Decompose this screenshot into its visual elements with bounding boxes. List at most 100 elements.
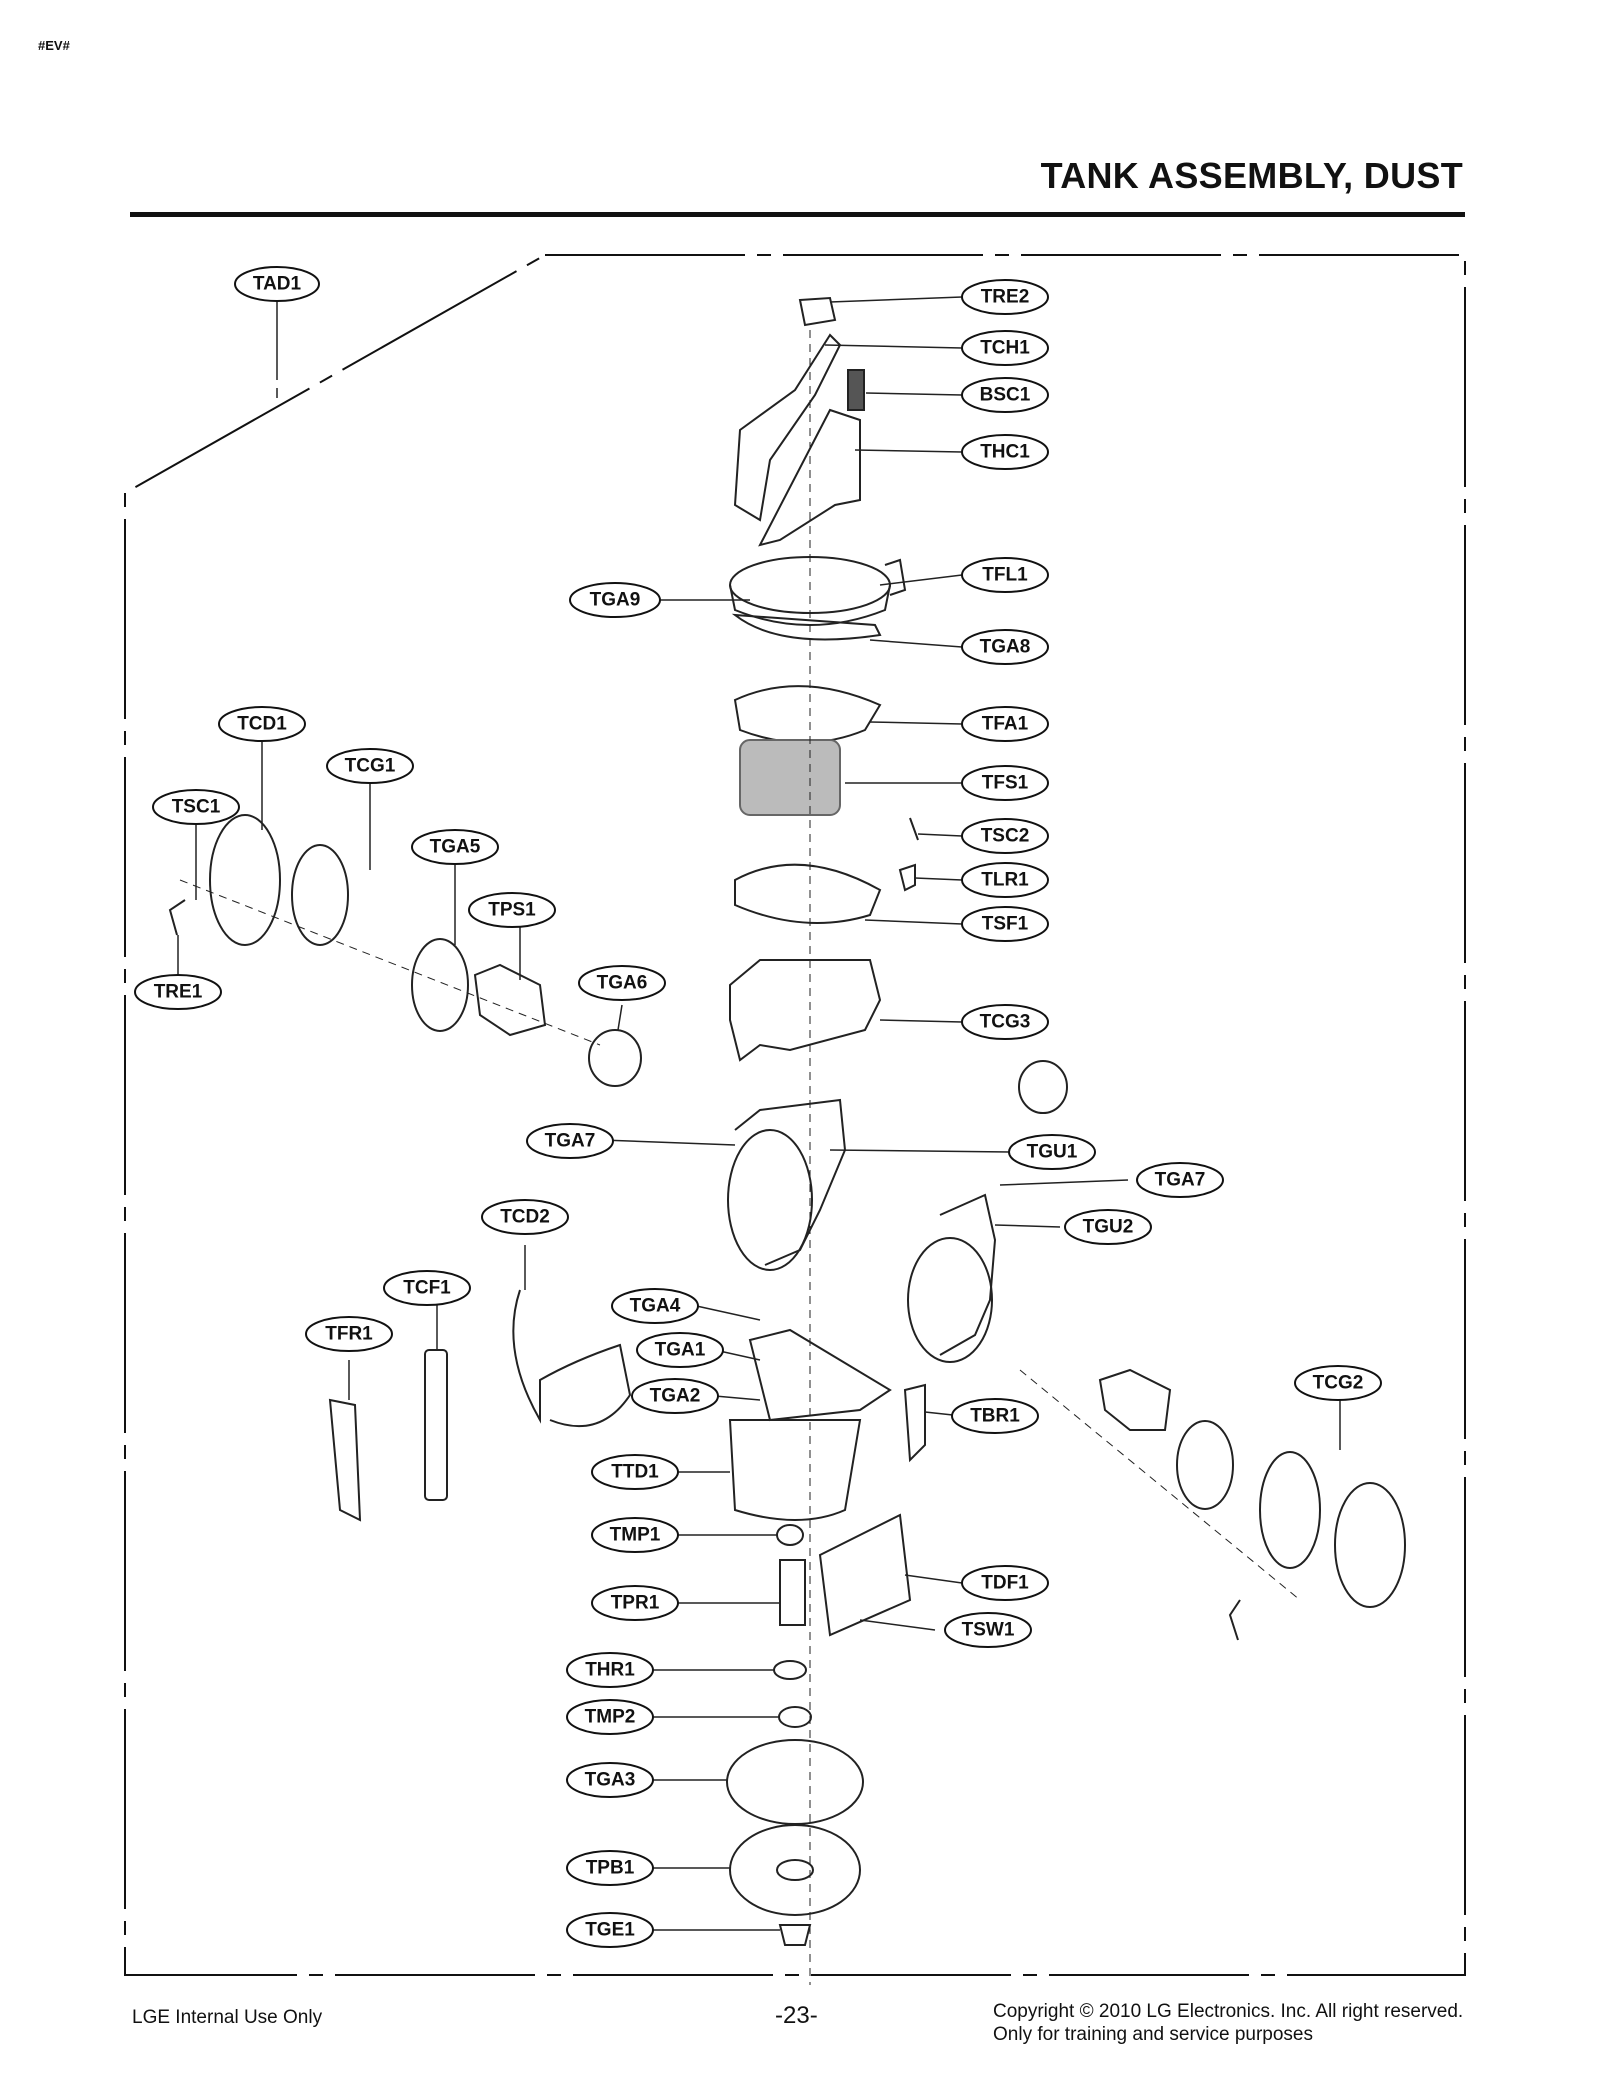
callout-tlr1 [961, 862, 1049, 898]
callout-tgu1 [1008, 1134, 1096, 1170]
label-tcg2: TCG2 [1313, 1373, 1364, 1394]
tmp2-part [778, 1706, 812, 1728]
tcd1-part [209, 814, 281, 946]
callout-bsc1 [961, 377, 1049, 413]
label-tmp2: TMP2 [585, 1707, 636, 1728]
callout-tga1 [636, 1332, 724, 1368]
footer-copyright: Copyright © 2010 LG Electronics. Inc. Al… [993, 2001, 1464, 2022]
label-tlr1: TLR1 [981, 870, 1029, 891]
tcg2-part [1259, 1451, 1321, 1569]
bsc1-part [847, 369, 865, 411]
tmp1-part [776, 1524, 804, 1546]
callout-tsw1 [944, 1612, 1032, 1648]
callout-tcd1 [218, 706, 306, 742]
callout-tfl1 [961, 557, 1049, 593]
label-tcf1: TCF1 [403, 1278, 451, 1299]
tga8-part [731, 613, 882, 641]
callout-tga8 [961, 629, 1049, 665]
callout-tcd2 [481, 1199, 569, 1235]
callout-tgu2 [1064, 1209, 1152, 1245]
label-tga6: TGA6 [597, 973, 648, 994]
page-title: TANK ASSEMBLY, DUST [1040, 155, 1463, 196]
tre2-part [798, 296, 837, 327]
tre1-part [168, 899, 186, 936]
callout-tfa1 [961, 706, 1049, 742]
label-tfa1: TFA1 [982, 714, 1029, 735]
label-tcd2: TCD2 [500, 1207, 550, 1228]
label-tfr1: TFR1 [325, 1324, 373, 1345]
label-tga7b: TGA7 [1155, 1170, 1206, 1191]
callout-tge1 [566, 1912, 654, 1948]
callout-tad1 [234, 266, 320, 302]
label-tcg3: TCG3 [980, 1012, 1031, 1033]
tcg1-part [291, 844, 349, 946]
callout-tch1 [961, 330, 1049, 366]
label-tmp1: TMP1 [610, 1525, 661, 1546]
thc1-part [758, 408, 861, 547]
callout-tga2 [631, 1378, 719, 1414]
label-tsc2: TSC2 [981, 826, 1030, 847]
callout-thc1 [961, 434, 1049, 470]
part-drawings [168, 296, 1406, 1985]
label-tga7a: TGA7 [545, 1131, 596, 1152]
callout-tga6 [578, 965, 666, 1001]
callout-tcf1 [383, 1270, 471, 1306]
tch1-part [733, 333, 842, 522]
callout-ttd1 [591, 1454, 679, 1490]
label-tch1: TCH1 [980, 338, 1030, 359]
tbr1-part [903, 1383, 926, 1463]
footer-internal-use: LGE Internal Use Only [132, 2007, 323, 2028]
callout-labels: TAD1 TRE2 TCH1 BSC1 THC1 TFL1 TGA9 TGA8 … [154, 274, 1364, 1941]
tgu1-part [727, 1129, 813, 1271]
tcf1-part [424, 1349, 448, 1501]
label-tga1: TGA1 [655, 1340, 706, 1361]
footer-note: Only for training and service purposes [993, 2024, 1313, 2045]
callout-tcg1 [326, 748, 414, 784]
callout-tmp1 [591, 1517, 679, 1553]
callout-tpb1 [566, 1850, 654, 1886]
callout-tga4 [611, 1288, 699, 1324]
label-tge1: TGE1 [585, 1920, 635, 1941]
callout-tga7a [526, 1123, 614, 1159]
label-tsw1: TSW1 [962, 1620, 1015, 1641]
callout-thr1 [566, 1652, 654, 1688]
label-tcd1: TCD1 [237, 714, 287, 735]
tge1-part [778, 1924, 812, 1946]
callout-tcg3 [961, 1004, 1049, 1040]
callout-tsc2 [961, 818, 1049, 854]
tpb1-part [729, 1824, 861, 1916]
callout-tfs1 [961, 765, 1049, 801]
callout-tga3 [566, 1762, 654, 1798]
tga7-ring [1018, 1060, 1068, 1114]
tpr1-part [779, 1559, 806, 1626]
label-tpr1: TPR1 [611, 1593, 660, 1614]
tgu2-part [907, 1237, 993, 1363]
label-tsf1: TSF1 [982, 914, 1029, 935]
callout-tmp2 [566, 1699, 654, 1735]
tcg3-part [729, 959, 882, 1062]
label-tre2: TRE2 [981, 287, 1030, 308]
document-tag: #EV# [38, 38, 70, 53]
label-tsc1: TSC1 [172, 797, 221, 818]
label-tbr1: TBR1 [970, 1406, 1020, 1427]
callout-tga5 [411, 829, 499, 865]
callout-tsc1 [152, 789, 240, 825]
label-tre1: TRE1 [154, 982, 203, 1003]
label-tgu2: TGU2 [1083, 1217, 1134, 1238]
label-tfs1: TFS1 [982, 773, 1029, 794]
assembly-frame [124, 254, 1466, 1976]
tfa1-part [733, 685, 882, 744]
label-tfl1: TFL1 [982, 565, 1028, 586]
label-tga4: TGA4 [630, 1296, 681, 1317]
footer-copyright-block: Copyright © 2010 LG Electronics. Inc. Al… [993, 2000, 1463, 2046]
tga5-part [411, 938, 469, 1032]
callout-tga9 [569, 582, 661, 618]
callout-tre1 [134, 974, 222, 1010]
label-thc1: THC1 [980, 442, 1030, 463]
label-tpb1: TPB1 [586, 1858, 635, 1879]
ttd1-part [728, 1419, 862, 1521]
label-tgu1: TGU1 [1027, 1142, 1078, 1163]
label-tad1: TAD1 [253, 274, 302, 295]
tga3-part [726, 1739, 864, 1825]
